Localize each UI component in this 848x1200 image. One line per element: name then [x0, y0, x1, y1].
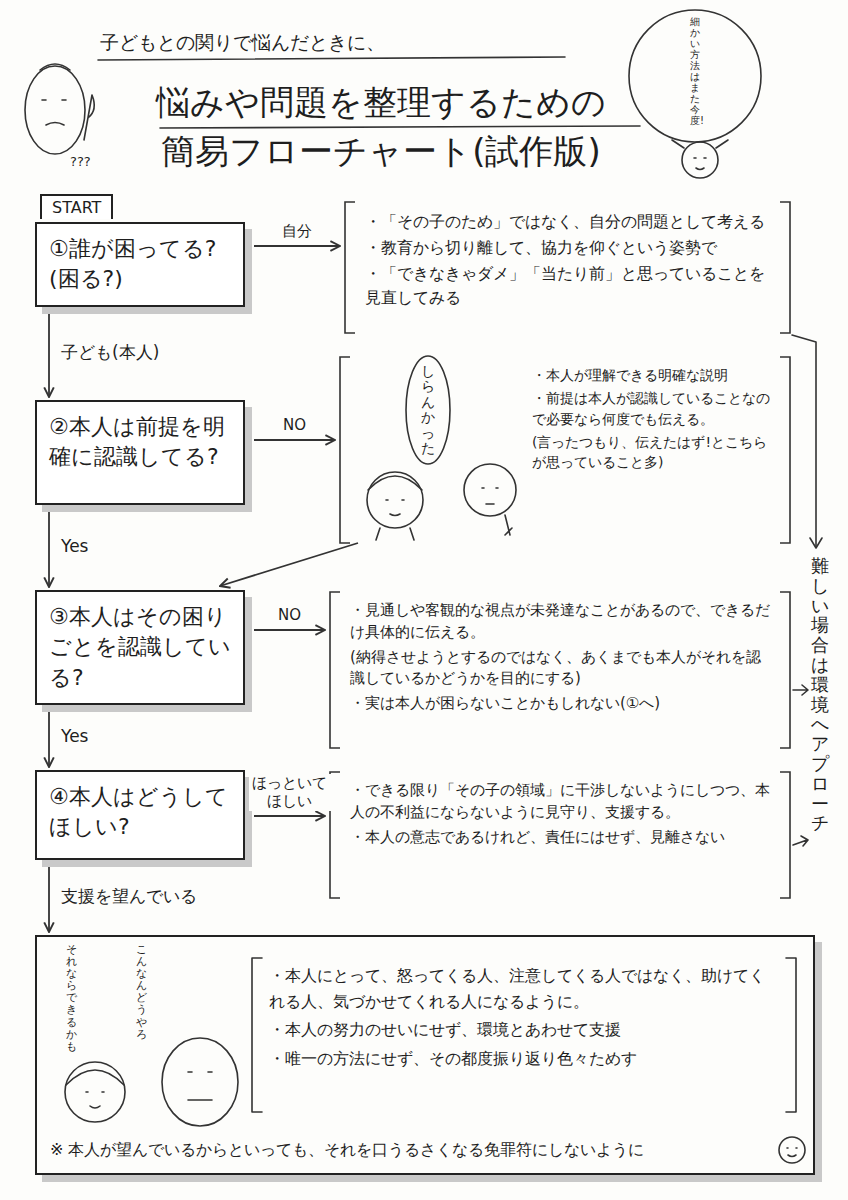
small-character	[672, 140, 728, 178]
edge-label: Yes	[59, 726, 90, 747]
edge-label: ほっといてほしい	[249, 774, 331, 812]
flow-arrow	[48, 507, 50, 587]
bracket	[345, 202, 355, 333]
bracket	[780, 202, 790, 333]
edge-label: NO	[276, 606, 303, 625]
start-tab: START	[40, 194, 113, 219]
question-text: ①誰が困ってる? (困る?)	[49, 234, 231, 295]
bracket	[252, 958, 262, 1112]
vertical-note: しらんかった	[421, 364, 435, 456]
flow-arrow	[48, 707, 50, 767]
underline	[160, 126, 640, 128]
process-box: ②本人は前提を明確に認識してる?	[35, 400, 245, 505]
note-bracket: ・見通しや客観的な視点が未発達なことがあるので、できるだけ具体的に伝える。(納得…	[330, 590, 790, 750]
vertical-note: 難しい場合は環境へアプローチ	[811, 556, 829, 833]
note-label: ※ 本人が望んでいるからといっても、それを口うるさくなる免罪符にしないように	[50, 1140, 770, 1161]
note-text: (言ったつもり、伝えたはず!とこちらが思っていること多)	[532, 432, 774, 473]
flow-arrow	[48, 309, 50, 397]
bracket	[330, 772, 340, 898]
note-text: ・前提は本人が認識していることなので必要なら何度でも伝える。	[532, 388, 774, 429]
speech-bubble	[629, 10, 761, 142]
process-box: ③本人はその困りごとを認識している?	[35, 590, 245, 705]
bracket	[780, 592, 790, 748]
note-text: ・本人の努力のせいにせず、環境とあわせて支援	[269, 1017, 773, 1043]
bracket	[340, 357, 350, 543]
vertical-note: それならできるかも	[66, 944, 77, 1053]
note-text: ・できる限り「その子の領域」に干渉しないようにしつつ、本人の不利益にならないよう…	[350, 780, 774, 824]
note-text: ・教育から切り離して、協力を仰ぐという姿勢で	[365, 236, 774, 259]
vertical-note: 細かい方法はまた今度!	[690, 16, 700, 126]
note-text: (納得させようとするのではなく、あくまでも本人がそれを認識しているかどうかを目的…	[350, 647, 774, 691]
process-box: ④本人はどうしてほしい?	[35, 770, 245, 860]
note-label: 子どもとの関りで悩んだときに、	[100, 30, 385, 56]
note-text: ・本人が理解できる明確な説明	[532, 365, 774, 385]
bracket	[780, 357, 790, 543]
note-bracket: ・「その子のため」ではなく、自分の問題として考える・教育から切り離して、協力を仰…	[345, 200, 790, 335]
edge-label: 支援を望んでいる	[59, 886, 199, 907]
note-text: ・見通しや客観的な視点が未発達なことがあるので、できるだけ具体的に伝える。	[350, 600, 774, 644]
flow-arrow	[220, 543, 358, 586]
process-box: ①誰が困ってる? (困る?)	[35, 222, 245, 307]
vertical-note: こんなんどうやろ	[136, 944, 147, 1041]
note-bracket: ・できる限り「その子の領域」に干渉しないようにしつつ、本人の不利益にならないよう…	[330, 770, 790, 900]
flow-arrow	[254, 815, 325, 817]
note-text: ・唯一の方法にせず、その都度振り返り色々ためす	[269, 1046, 773, 1072]
support-box: ・本人にとって、怒ってくる人、注意してくる人ではなく、助けてくれる人、気づかせて…	[35, 935, 815, 1175]
child-figure	[65, 1062, 125, 1122]
bracket	[780, 772, 790, 898]
bracket	[786, 958, 796, 1112]
bracket	[330, 592, 340, 748]
question-text: ②本人は前提を明確に認識してる?	[49, 412, 231, 473]
small-character	[779, 1137, 805, 1163]
flow-arrow	[254, 245, 340, 247]
note-bracket: ・本人が理解できる明確な説明・前提は本人が認識していることなので必要なら何度でも…	[340, 355, 790, 545]
parent-head	[25, 64, 94, 154]
underline	[98, 57, 565, 60]
note-label: ???	[70, 154, 91, 169]
speech-bubble	[406, 356, 450, 464]
note-text: ・「その子のため」ではなく、自分の問題として考える	[365, 210, 774, 233]
title: 悩みや問題を整理するための 簡易フローチャート(試作版)	[150, 78, 612, 177]
flow-arrow	[254, 439, 335, 441]
edge-label: 自分	[280, 222, 314, 241]
child-figure	[367, 472, 423, 540]
adult-figure	[464, 464, 516, 535]
adult-figure	[162, 1038, 238, 1126]
note-text: ・実は本人が困らないことかもしれない(①へ)	[350, 693, 774, 715]
note-text: ・「できなきゃダメ」「当たり前」と思っていることを見直してみる	[365, 262, 774, 308]
flow-arrow	[48, 862, 50, 932]
question-text: ④本人はどうしてほしい?	[49, 782, 231, 843]
flow-arrow	[254, 629, 325, 631]
note-text: ・本人の意志であるけれど、責任にはせず、見離さない	[350, 827, 774, 849]
note-text: ・本人にとって、怒ってくる人、注意してくる人ではなく、助けてくれる人、気づかせて…	[269, 963, 773, 1014]
question-text: ③本人はその困りごとを認識している?	[49, 602, 231, 693]
edge-label: 子ども(本人)	[59, 342, 161, 363]
edge-label: Yes	[59, 536, 90, 557]
edge-label: NO	[281, 416, 308, 435]
